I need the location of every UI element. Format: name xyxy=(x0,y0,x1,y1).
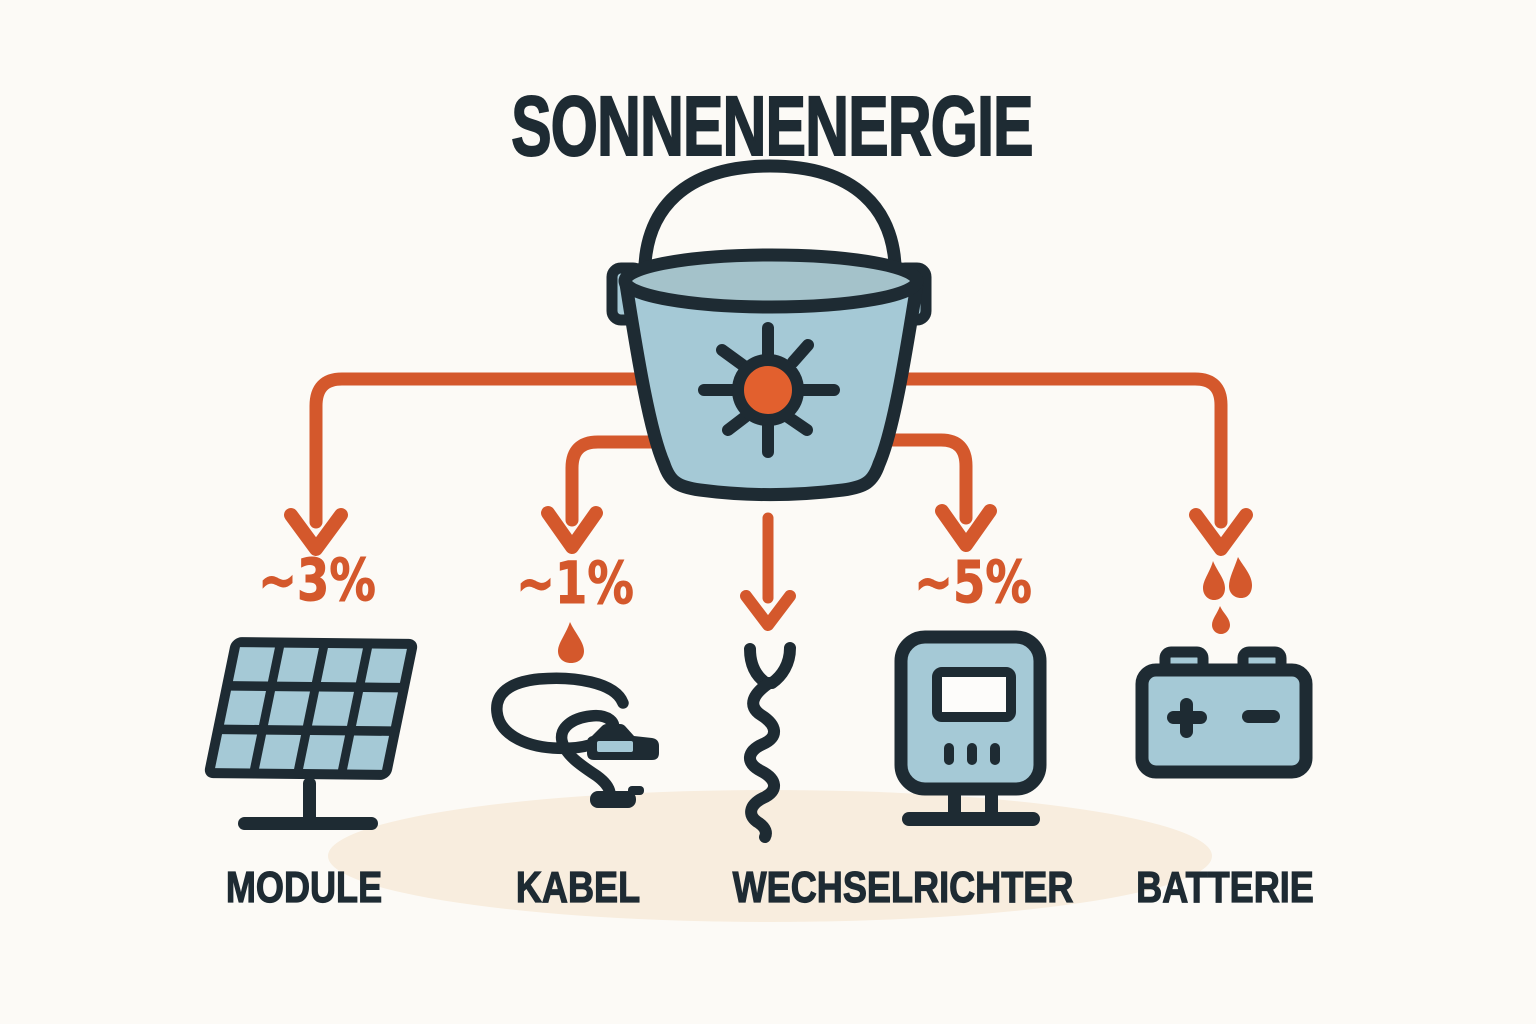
bucket-rim xyxy=(618,248,924,314)
leak-drops xyxy=(558,557,1252,663)
sun-icon xyxy=(698,322,840,458)
solar-panel-icon xyxy=(204,637,418,830)
plug-tail-nub xyxy=(628,786,644,795)
loss-label-module: ~3% xyxy=(258,546,376,614)
panel-pole xyxy=(303,778,316,824)
inverter-base xyxy=(902,812,1040,826)
component-label-batterie: BATTERIE xyxy=(1136,863,1315,912)
plug-window xyxy=(597,741,633,752)
plug-tail xyxy=(590,791,636,808)
component-label-module: MODULE xyxy=(225,863,383,912)
cable-plug-icon xyxy=(491,672,659,808)
loss-label-kabel: ~1% xyxy=(516,549,634,617)
loss-label-wechselrichter: ~5% xyxy=(914,548,1032,616)
panel-base xyxy=(238,817,378,830)
batterie-arrow xyxy=(889,372,1253,556)
inverter-indicator-dashes xyxy=(944,743,1000,765)
wire-squiggle-icon xyxy=(744,642,796,843)
battery-icon xyxy=(1135,646,1313,779)
battery-body xyxy=(1135,663,1313,779)
wechselrichter-arrow xyxy=(879,433,997,552)
battery-plus-sign xyxy=(1167,698,1207,738)
component-label-kabel: KABEL xyxy=(515,863,641,912)
inverter-icon xyxy=(894,630,1047,826)
component-label-wechselrichter: WECHSELRICHTER xyxy=(732,863,1074,912)
batterie-drops-icon xyxy=(1203,557,1252,634)
bucket-handle xyxy=(638,159,902,292)
flow-arrows xyxy=(284,372,1253,631)
kabel-drop-icon xyxy=(558,622,584,663)
page-title: SONNENENERGIE xyxy=(510,79,1034,173)
module-arrow xyxy=(284,372,655,556)
battery-minus-sign xyxy=(1242,710,1280,723)
bucket-icon xyxy=(606,159,932,501)
inverter-display xyxy=(932,667,1016,722)
wire-arrow xyxy=(740,512,796,631)
kabel-arrow xyxy=(541,435,663,554)
